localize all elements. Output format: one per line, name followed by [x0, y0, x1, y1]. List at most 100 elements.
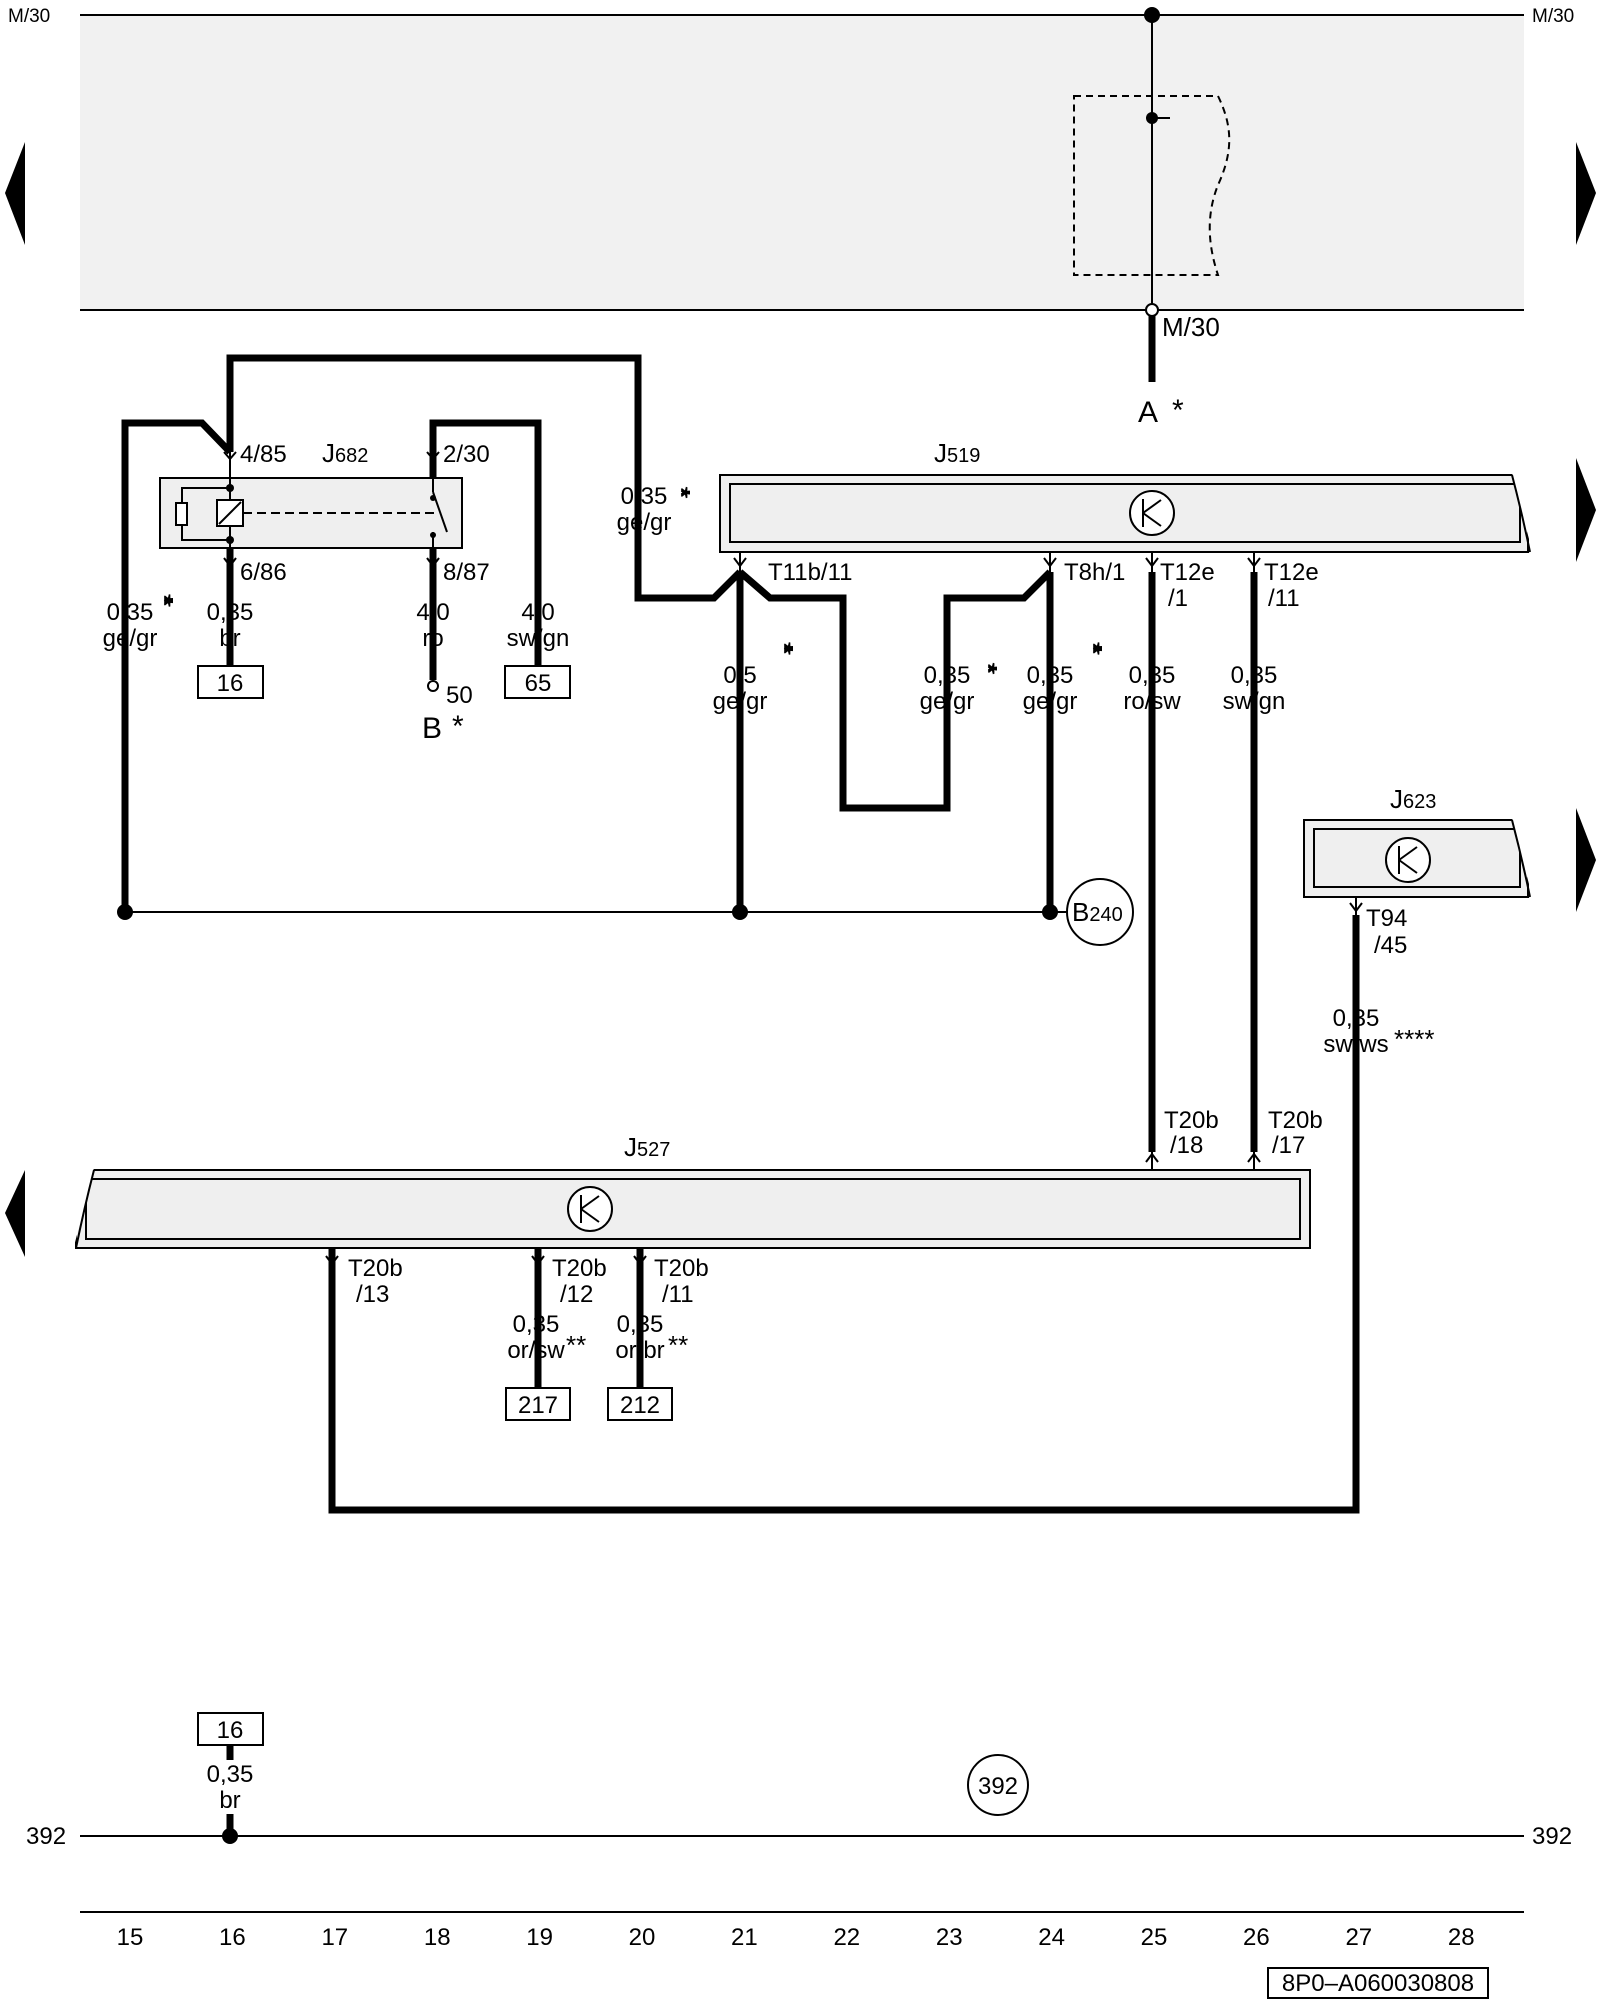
connection-392-circle[interactable] [967, 1754, 1029, 1816]
wire-size: 0,35 [1231, 662, 1278, 689]
ground-point-b240[interactable] [1066, 878, 1134, 946]
control-unit-icon-line [580, 1208, 600, 1223]
wire-size: 0,35 [924, 662, 971, 689]
m30-connection-point [1145, 303, 1159, 317]
module-break-line [1511, 474, 1531, 553]
pin-arrow-icon [223, 557, 237, 568]
j682-num: 682 [335, 445, 368, 467]
pin-label-t11b-11: T11b/11 [768, 559, 853, 586]
pin-label-t20b-17: /17 [1272, 1132, 1305, 1159]
wire-size: 0,5 [723, 662, 756, 689]
wire-footnote-stars: ** [566, 1330, 586, 1360]
pin-arrow-icon [426, 557, 440, 568]
pin-arrow-icon [426, 451, 440, 461]
ref-16-label: 16 [217, 670, 244, 697]
ref-box-65[interactable] [504, 665, 571, 699]
grid-number: 22 [833, 1924, 860, 1951]
module-j527-body[interactable] [75, 1169, 1311, 1249]
next-page-arrow-icon[interactable] [1576, 142, 1596, 245]
m30-label-left: M/30 [8, 6, 50, 27]
module-break-line [1511, 819, 1531, 898]
pin-label-t20b-18: /18 [1170, 1132, 1203, 1159]
pin-label-t20b: T20b [348, 1255, 403, 1282]
relay-node-dot [430, 495, 436, 501]
wire-t94-to-t20b13 [328, 915, 1360, 1514]
connector-b-label: B [422, 712, 442, 745]
pin-label-t20b-11: /11 [662, 1281, 694, 1308]
pin-label-t12e: T12e [1264, 559, 1319, 586]
control-unit-icon [1385, 837, 1431, 883]
diagram-code: 8P0–A060030808 [1282, 1970, 1474, 1997]
grid-number: 21 [731, 1924, 758, 1951]
pin-label-t8h-1: T8h/1 [1064, 559, 1125, 586]
wire-footnote-stars: *** [973, 662, 1003, 674]
pin-arrow-icon [1247, 557, 1261, 568]
svg-text:J519: J519 [934, 438, 980, 468]
pin-label-4-85: 4/85 [240, 441, 287, 468]
pin-label-t20b: T20b [654, 1255, 709, 1282]
pin-arrow-icon [325, 1255, 339, 1266]
wire-size: 0,35 [207, 599, 254, 626]
prev-page-arrow-icon[interactable] [5, 142, 25, 245]
pin-arrow-icon [1145, 1152, 1159, 1163]
ref-217-label: 217 [518, 1392, 558, 1419]
wire-color: ro [422, 625, 443, 652]
j623-num: 623 [1403, 791, 1436, 813]
wire-size: 0,35 [1129, 662, 1176, 689]
svg-text:J623: J623 [1390, 784, 1436, 814]
control-unit-icon [567, 1186, 613, 1232]
junction-dot [117, 904, 133, 920]
wire-size: 0,35 [207, 1761, 254, 1788]
j527-id: J [624, 1132, 637, 1162]
grid-number: 16 [219, 1924, 246, 1951]
wire-footnote-stars: **** [149, 594, 179, 607]
pin-label-2-30: 2/30 [443, 441, 490, 468]
wire-size: 0,35 [1027, 662, 1074, 689]
pin-arrow-icon [1043, 557, 1057, 568]
svg-text:B240: B240 [1072, 897, 1123, 927]
wire-size: 0,35 [1333, 1005, 1380, 1032]
pin-label-t20b: T20b [1164, 1107, 1219, 1134]
ref-box-16[interactable] [197, 665, 264, 699]
pin-label-t12e-1: /1 [1168, 585, 1188, 612]
fuse-holder-outline [1073, 95, 1231, 276]
relay-node-dot [430, 532, 436, 538]
module-break-mask [1512, 473, 1540, 554]
pin-arrow-icon [1145, 557, 1159, 568]
wire-footnote-stars: *** [666, 486, 696, 498]
next-page-arrow-icon[interactable] [1576, 808, 1596, 912]
control-unit-icon [1129, 490, 1175, 536]
wire-color: sw/gn [507, 625, 570, 652]
wire-footnote-stars: ** [668, 1330, 688, 1360]
grid-number: 23 [936, 1924, 963, 1951]
wire-size: 4,0 [416, 599, 449, 626]
wire-size: 4,0 [521, 599, 554, 626]
relay-diode-icon [175, 502, 188, 526]
pin-label-6-86: 6/86 [240, 559, 287, 586]
ground-id: B [1072, 897, 1089, 927]
control-unit-icon-line [1142, 512, 1162, 527]
module-j519-inner [729, 483, 1521, 543]
control-unit-icon-line [1398, 859, 1418, 874]
next-page-arrow-icon[interactable] [1576, 458, 1596, 562]
wire-color: sw/ws [1323, 1031, 1388, 1058]
wire-footnote-stars: **** [769, 642, 799, 655]
junction-dot [732, 904, 748, 920]
connector-a-label: A [1138, 396, 1158, 429]
wire-color: ge/gr [713, 688, 768, 715]
terminal-50-point [427, 680, 439, 692]
wire-size: 0,35 [107, 599, 154, 626]
prev-page-arrow-icon[interactable] [5, 1170, 25, 1257]
m30-label-right: M/30 [1532, 6, 1574, 27]
pin-label-t20b: T20b [1268, 1107, 1323, 1134]
wire-footnote-stars: **** [1078, 642, 1108, 655]
ref-box-212[interactable] [607, 1387, 673, 1421]
ref-box-217[interactable] [505, 1387, 571, 1421]
wire-j682-ground [121, 419, 233, 912]
module-j519-body[interactable] [719, 474, 1529, 553]
grid-number: 26 [1243, 1924, 1270, 1951]
j519-id: J [934, 438, 947, 468]
pin-label-t94-45: /45 [1374, 932, 1407, 959]
control-unit-icon-line [1142, 499, 1162, 514]
